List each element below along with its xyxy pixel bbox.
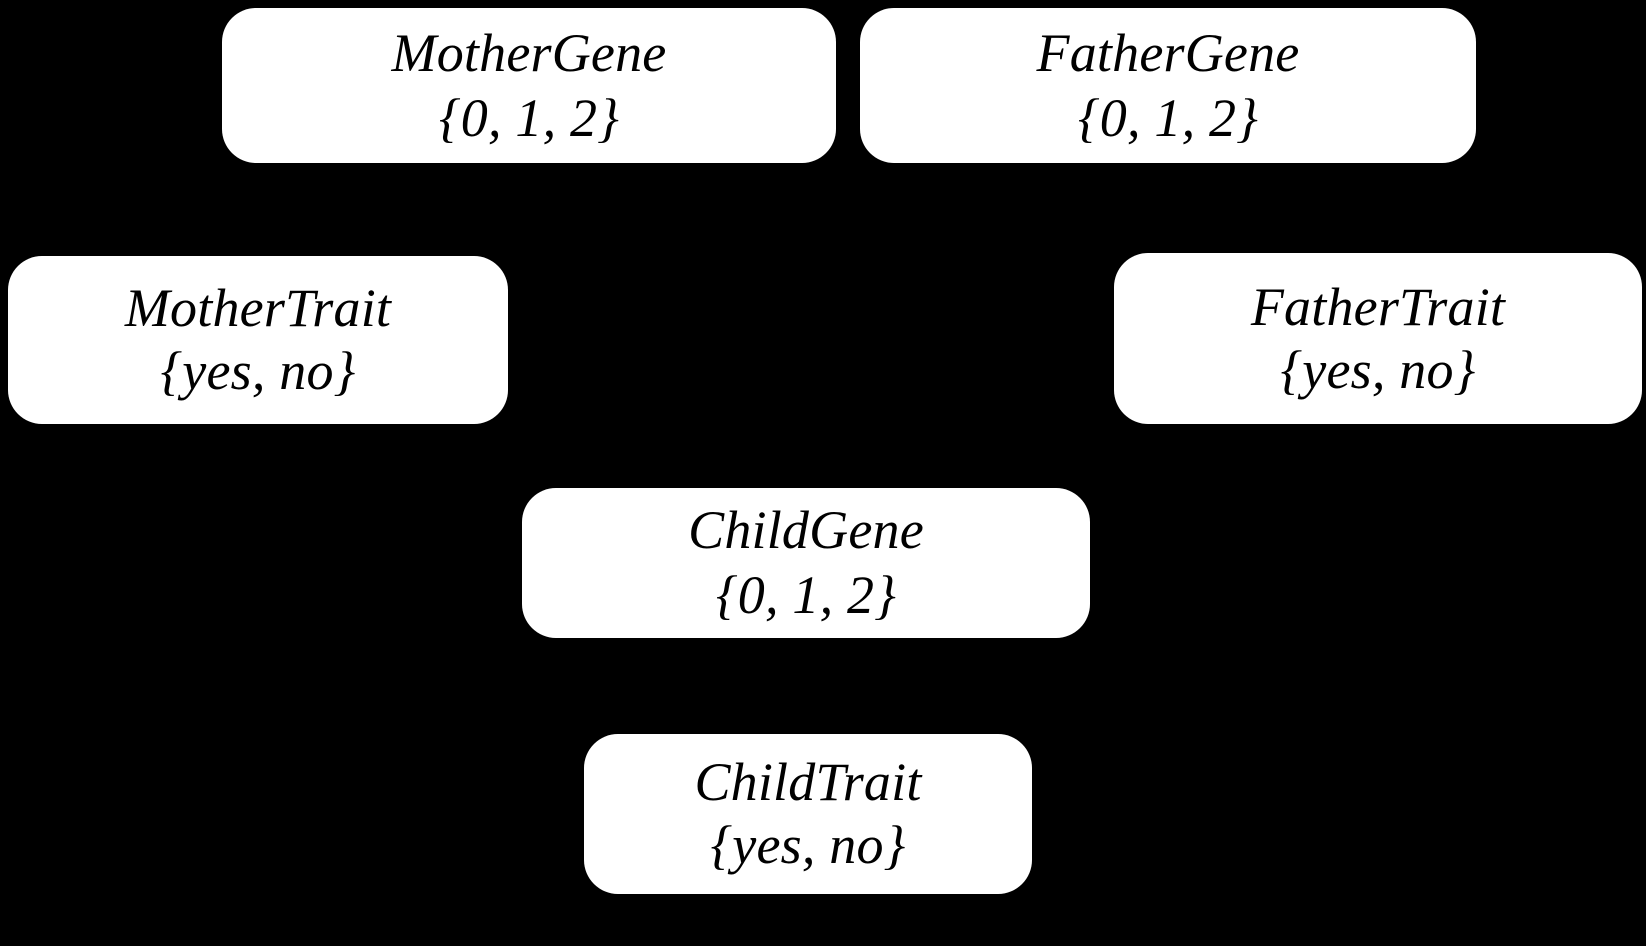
node-father-gene-label: FatherGene xyxy=(1036,22,1300,83)
node-child-gene[interactable]: ChildGene {0, 1, 2} xyxy=(522,488,1090,638)
node-mother-gene-domain: {0, 1, 2} xyxy=(439,87,619,148)
node-mother-trait[interactable]: MotherTrait {yes, no} xyxy=(8,256,508,424)
node-father-trait-domain: {yes, no} xyxy=(1280,339,1476,400)
node-child-trait-domain: {yes, no} xyxy=(710,815,906,875)
node-father-gene[interactable]: FatherGene {0, 1, 2} xyxy=(860,8,1476,163)
node-child-gene-label: ChildGene xyxy=(688,500,924,561)
node-father-trait[interactable]: FatherTrait {yes, no} xyxy=(1114,253,1642,424)
node-child-trait[interactable]: ChildTrait {yes, no} xyxy=(584,734,1032,894)
node-father-gene-domain: {0, 1, 2} xyxy=(1078,87,1258,148)
node-mother-gene[interactable]: MotherGene {0, 1, 2} xyxy=(222,8,836,163)
node-mother-gene-label: MotherGene xyxy=(391,22,667,83)
node-child-gene-domain: {0, 1, 2} xyxy=(716,565,896,625)
node-mother-trait-label: MotherTrait xyxy=(124,278,392,339)
node-father-trait-label: FatherTrait xyxy=(1250,276,1506,337)
node-child-trait-label: ChildTrait xyxy=(694,752,922,813)
node-mother-trait-domain: {yes, no} xyxy=(160,341,356,401)
